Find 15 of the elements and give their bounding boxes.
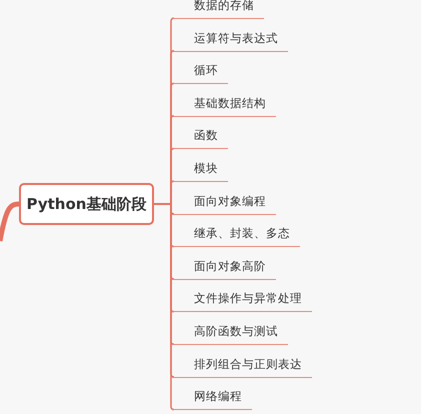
subtopic: 高阶函数与测试 xyxy=(172,323,288,345)
subtopic: 数据的存储 xyxy=(172,0,264,19)
subtopic: 运算符与表达式 xyxy=(172,30,288,52)
subtopic: 循环 xyxy=(172,62,228,84)
subtopic: 文件操作与异常处理 xyxy=(172,290,312,312)
subtopic: 模块 xyxy=(172,160,228,182)
subtopic: 函数 xyxy=(172,127,228,150)
subtopic: 基础数据结构 xyxy=(172,94,276,117)
central-topic-box: Python基础阶段 xyxy=(19,183,154,225)
subtopic: 排列组合与正则表达 xyxy=(172,356,312,378)
subtopic: 继承、封装、多态 xyxy=(172,225,300,248)
connector-line xyxy=(154,203,175,410)
subtopic: 面向对象高阶 xyxy=(172,258,276,280)
subtopic: 面向对象编程 xyxy=(172,192,276,215)
subtopic: 网络编程 xyxy=(172,388,252,410)
